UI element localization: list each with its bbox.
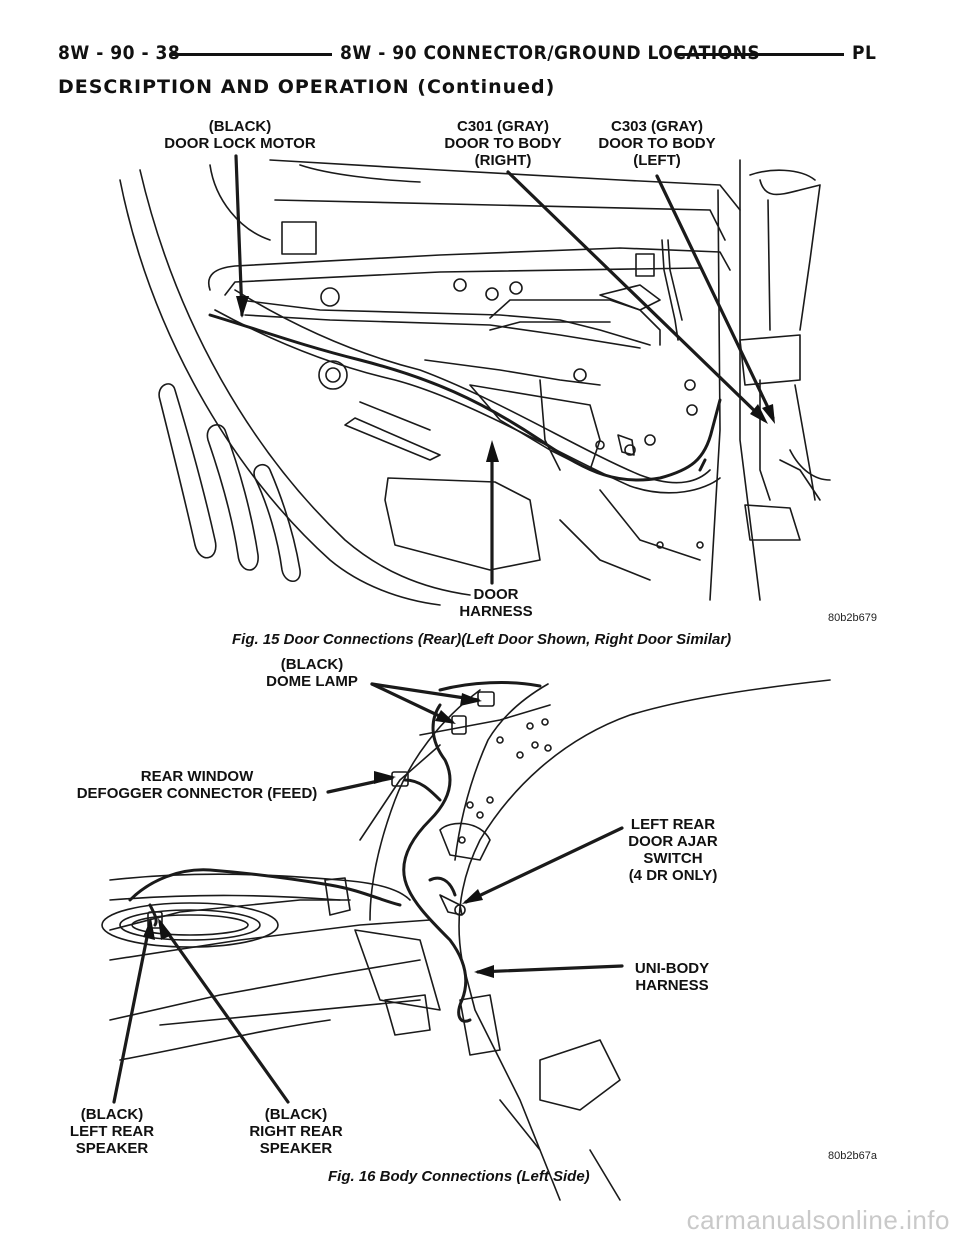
door-illustration (119, 159, 831, 606)
label-dome-lamp: (BLACK) DOME LAMP (266, 656, 358, 690)
label-c301: C301 (GRAY) DOOR TO BODY (RIGHT) (444, 118, 562, 169)
uni-body-harness-wire (402, 681, 542, 1023)
label-door-lock-motor: (BLACK) DOOR LOCK MOTOR (164, 118, 316, 152)
fig16-leaders (112, 682, 624, 1104)
page-number: 8W - 90 - 38 (58, 42, 181, 64)
caption-fig15: Fig. 15 Door Connections (Rear)(Left Doo… (232, 631, 732, 648)
label-door-ajar-switch: LEFT REAR DOOR AJAR SWITCH (4 DR ONLY) (628, 816, 718, 884)
section-title: 8W - 90 CONNECTOR/GROUND LOCATIONS (340, 42, 761, 64)
fig15-leaders (234, 154, 775, 585)
label-rear-window-defogger: REAR WINDOW DEFOGGER CONNECTOR (FEED) (76, 768, 318, 802)
label-door-harness: DOOR HARNESS (459, 586, 533, 620)
image-code-fig16: 80b2b67a (828, 1150, 877, 1162)
header-rule-left (172, 53, 332, 56)
label-c303: C303 (GRAY) DOOR TO BODY (LEFT) (598, 118, 716, 169)
label-uni-body-harness: UNI-BODY HARNESS (634, 960, 710, 994)
section-heading: DESCRIPTION AND OPERATION (Continued) (58, 76, 556, 98)
door-harness-wire (208, 313, 722, 482)
label-right-rear-speaker: (BLACK) RIGHT REAR SPEAKER (249, 1106, 343, 1157)
image-code-fig15: 80b2b679 (828, 612, 877, 624)
header-rule-right (676, 53, 844, 56)
body-illustration (101, 679, 831, 1201)
model-code: PL (852, 42, 877, 64)
label-left-rear-speaker: (BLACK) LEFT REAR SPEAKER (69, 1106, 155, 1157)
watermark: carmanualsonline.info (686, 1205, 950, 1235)
caption-fig16: Fig. 16 Body Connections (Left Side) (328, 1168, 590, 1185)
